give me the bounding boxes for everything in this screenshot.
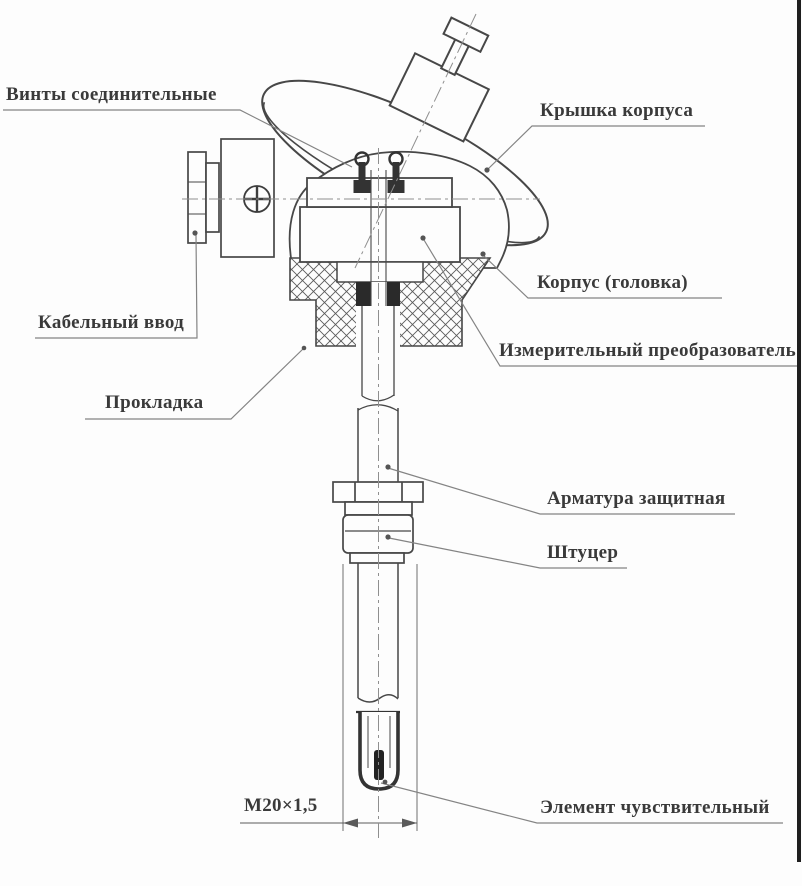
cable-entry-drawing	[187, 138, 275, 258]
terminal-block-drawing	[306, 177, 453, 208]
label-housing-cover: Крышка корпуса	[540, 100, 694, 121]
seal-right	[387, 282, 400, 306]
protective-tube-drawing	[357, 563, 399, 703]
label-housing-head: Корпус (головка)	[537, 272, 688, 293]
inner-tube-lines	[370, 170, 387, 306]
flange-drawing	[336, 261, 424, 283]
label-protective-fitting: Арматура защитная	[547, 488, 726, 509]
leader-lines	[3, 109, 797, 824]
label-measuring-transducer: Измерительный преобразователь	[499, 340, 796, 361]
stem-drawing	[357, 408, 399, 482]
extension-lines	[342, 564, 418, 831]
leader-dots	[192, 167, 490, 785]
label-thread-dimension: М20×1,5	[244, 795, 318, 816]
seal-left	[356, 282, 371, 306]
page-border	[797, 0, 801, 862]
label-sensitive-element: Элемент чувствительный	[540, 797, 770, 818]
dimension-m20	[240, 818, 417, 828]
label-union: Штуцер	[547, 542, 619, 563]
label-cable-entry: Кабельный ввод	[38, 312, 185, 333]
label-connecting-screws: Винты соединительные	[6, 84, 217, 105]
label-gasket: Прокладка	[105, 392, 204, 413]
centerlines	[182, 13, 540, 838]
